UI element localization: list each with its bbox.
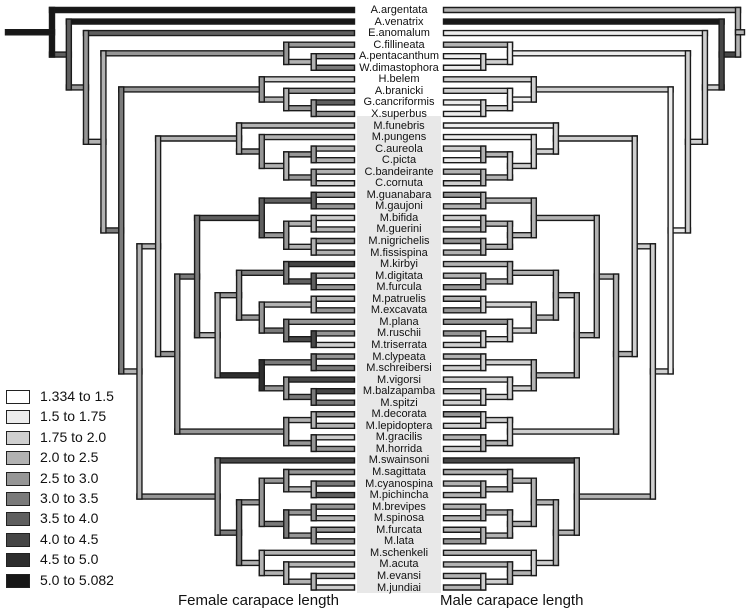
female-caption: Female carapace length <box>178 592 339 609</box>
taxon-label: A.argentata <box>370 4 428 16</box>
taxon-label: M.spitzi <box>380 396 418 409</box>
legend-swatch <box>6 471 30 486</box>
taxon-label: M.evansi <box>376 569 422 582</box>
taxon-label: E.anomalum <box>368 27 430 40</box>
legend-swatch <box>6 390 30 404</box>
taxon-label: M.spinosa <box>373 512 425 525</box>
legend-label: 1.334 to 1.5 <box>40 388 114 404</box>
taxon-label: M.digitata <box>375 269 423 282</box>
taxon-label: G.cancriformis <box>363 96 435 109</box>
taxon-label: M.lata <box>384 535 414 548</box>
taxon-label: M.guerini <box>376 223 422 236</box>
taxon-label: M.excavata <box>370 304 428 317</box>
legend-label: 1.5 to 1.75 <box>40 408 107 425</box>
taxon-label: M.sagittata <box>372 466 426 478</box>
taxon-label: C.picta <box>381 154 417 167</box>
taxon-label: M.acuta <box>379 558 419 571</box>
legend-swatch <box>6 491 30 506</box>
taxon-label: M.brevipes <box>372 500 426 513</box>
legend-label: 2.5 to 3.0 <box>40 469 99 486</box>
legend-swatch <box>6 573 30 588</box>
taxon-label: M.balzapamba <box>362 385 436 398</box>
taxon-label: W.dimastophora <box>359 61 439 74</box>
taxon-label: M.pichincha <box>369 489 429 502</box>
legend-label: 4.5 to 5.0 <box>40 551 99 568</box>
legend-label: 1.75 to 2.0 <box>40 428 107 445</box>
legend-swatch <box>6 410 30 425</box>
legend-swatch <box>6 430 30 445</box>
taxon-label: M.decorata <box>371 408 427 421</box>
legend-label: 3.0 to 3.5 <box>40 489 99 506</box>
taxon-label: A.pentacanthum <box>358 50 440 63</box>
taxon-label: X.superbus <box>371 107 427 120</box>
taxon-label: M.plana <box>379 315 419 328</box>
taxon-label: M.schenkeli <box>369 546 429 559</box>
taxon-label: M.jundiai <box>376 581 422 594</box>
taxon-label: M.swainsoni <box>368 454 430 467</box>
taxon-label: M.horrida <box>375 442 423 455</box>
legend-label: 3.5 to 4.0 <box>40 510 99 527</box>
legend-swatch <box>6 451 30 466</box>
taxon-label: C.bandeirante <box>364 165 434 178</box>
legend-label: 4.0 to 4.5 <box>40 530 99 547</box>
taxon-label: M.vigorsi <box>376 373 421 386</box>
taxon-label: C.cornuta <box>375 177 423 190</box>
taxon-label: M.gracilis <box>375 431 423 444</box>
taxon-label: M.funebris <box>373 119 425 132</box>
taxon-label: M.guanabara <box>366 188 432 201</box>
taxon-label: M.gaujoni <box>375 200 423 213</box>
male-caption: Male carapace length <box>440 592 584 609</box>
taxon-label: C.aureola <box>375 142 423 155</box>
legend-swatch <box>6 553 30 568</box>
legend-swatch <box>6 512 30 527</box>
taxon-label: A.branicki <box>374 84 424 97</box>
taxon-label: C.fillineata <box>373 38 425 51</box>
female-tree <box>4 6 356 591</box>
male-tree <box>442 6 746 591</box>
taxon-label: M.furcula <box>376 281 422 294</box>
taxon-label: A.venatrix <box>374 15 424 28</box>
legend-label: 2.0 to 2.5 <box>40 449 99 466</box>
taxon-label: M.lepidoptera <box>365 419 433 432</box>
taxon-label: M.cyanospina <box>365 477 433 490</box>
taxon-label: M.ruschii <box>376 327 421 340</box>
taxon-label: M.fissispina <box>370 246 428 259</box>
taxon-label: M.pungens <box>371 131 427 144</box>
taxon-label: M.clypeata <box>372 350 426 363</box>
taxon-label: M.bifida <box>379 211 419 224</box>
legend-label: 5.0 to 5.082 <box>40 571 114 588</box>
taxon-label: H.belem <box>378 73 420 86</box>
legend-swatch <box>6 532 30 547</box>
taxon-label: M.patruelis <box>372 292 426 305</box>
taxon-label: M.kirbyi <box>380 258 418 271</box>
taxon-label: M.schreibersi <box>366 362 432 375</box>
taxon-label: M.triserrata <box>371 338 427 351</box>
taxon-label: M.nigrichelis <box>368 235 430 247</box>
taxon-label-band <box>357 116 441 593</box>
taxon-label: M.furcata <box>376 523 422 536</box>
